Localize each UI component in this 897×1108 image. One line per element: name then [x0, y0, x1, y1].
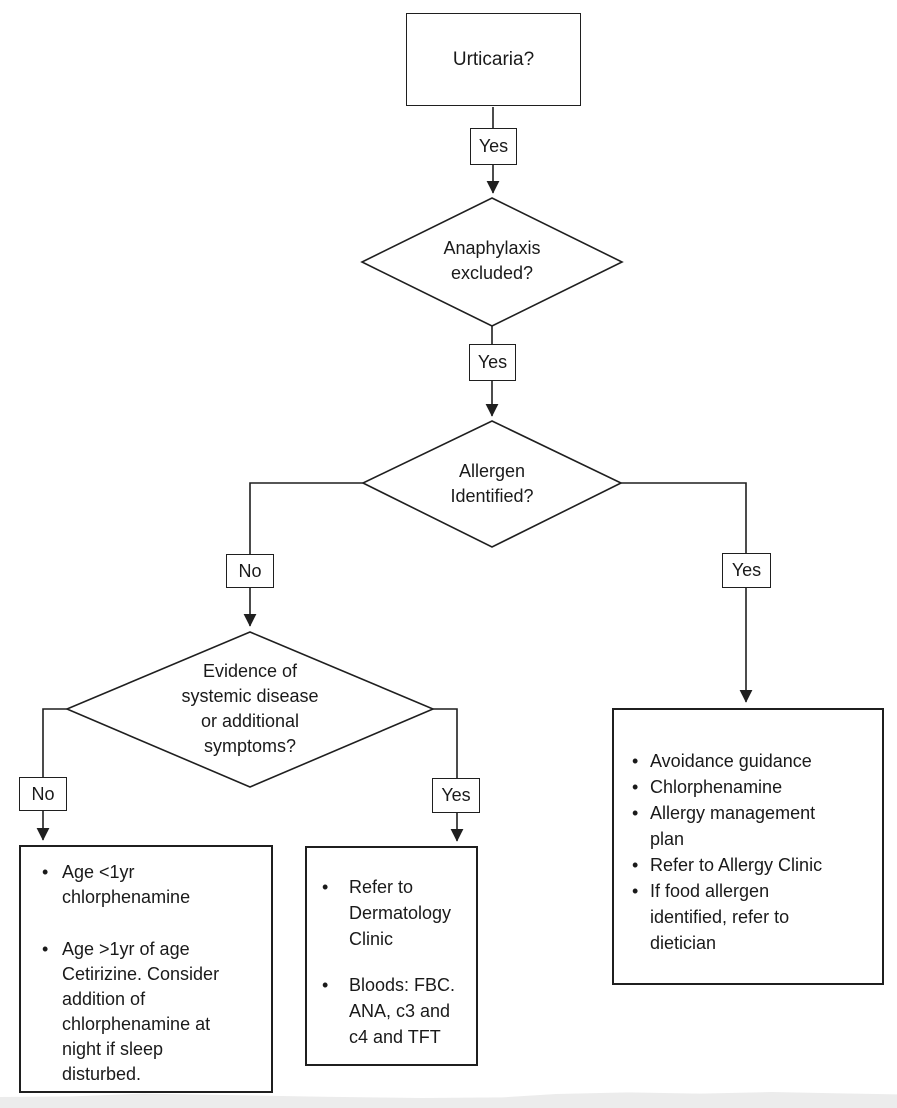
outcome-antihistamine-treatment: • Age <1yr chlorphenamine • Age >1yr of … — [19, 845, 273, 1093]
outcome-allergen-list: • Avoidance guidance • Chlorphenamine • … — [614, 710, 882, 956]
node-urticaria-label: Urticaria? — [452, 48, 535, 70]
edge-label-allergen-no: No — [226, 554, 274, 588]
edge-systemic-to-no — [42, 708, 67, 778]
list-item: • Allergy management plan — [632, 800, 878, 852]
edge-label-systemic-yes: Yes — [432, 778, 480, 813]
outcome-dermatology-referral: • Refer to Dermatology Clinic • Bloods: … — [305, 846, 478, 1066]
bullet-dot: • — [322, 877, 329, 897]
outcome-dermatology-list: • Refer to Dermatology Clinic • Bloods: … — [307, 848, 476, 1050]
outcome-allergen-management: • Avoidance guidance • Chlorphenamine • … — [612, 708, 884, 985]
list-item: • Age <1yr chlorphenamine — [42, 862, 191, 907]
decision-allergen-shape — [361, 420, 623, 548]
bullet-dot: • — [42, 939, 49, 959]
edge-label-anaphylaxis-yes: Yes — [469, 344, 516, 381]
node-urticaria: Urticaria? — [406, 13, 581, 106]
edge-label-urticaria-yes: Yes — [470, 128, 517, 165]
list-item: • Bloods: FBC. ANA, c3 and c4 and TFT — [322, 972, 472, 1050]
bullet-dot: • — [322, 975, 329, 995]
page-bottom-shadow — [0, 1092, 897, 1108]
outcome-antihistamine-list: • Age <1yr chlorphenamine • Age >1yr of … — [21, 847, 271, 1087]
bullet-dot: • — [632, 881, 639, 901]
bullet-dot: • — [632, 751, 639, 771]
edge-allergen-to-yes — [621, 482, 747, 554]
list-item: • If food allergen identified, refer to … — [632, 878, 878, 956]
bullet-dot: • — [632, 777, 639, 797]
decision-allergen-label: Allergen Identified? — [450, 461, 534, 506]
bullet-dot: • — [42, 862, 49, 882]
decision-anaphylaxis-label: Anaphylaxis excluded? — [443, 238, 541, 283]
bullet-dot: • — [632, 803, 639, 823]
decision-systemic-label: Evidence of systemic disease or addition… — [181, 661, 319, 756]
decision-systemic-shape — [64, 631, 436, 788]
edge-systemic-to-yes — [433, 708, 458, 779]
bullet-dot: • — [632, 855, 639, 875]
list-item: • Refer to Allergy Clinic — [632, 852, 878, 878]
edge-allergen-to-no — [249, 482, 363, 555]
list-item: • Avoidance guidance — [632, 748, 878, 774]
list-item: • Chlorphenamine — [632, 774, 878, 800]
list-item: • Refer to Dermatology Clinic — [322, 874, 472, 952]
list-item: • Age >1yr of age Cetirizine. Consider a… — [42, 939, 220, 1084]
edge-label-systemic-no: No — [19, 777, 67, 811]
edge-label-allergen-yes: Yes — [722, 553, 771, 588]
